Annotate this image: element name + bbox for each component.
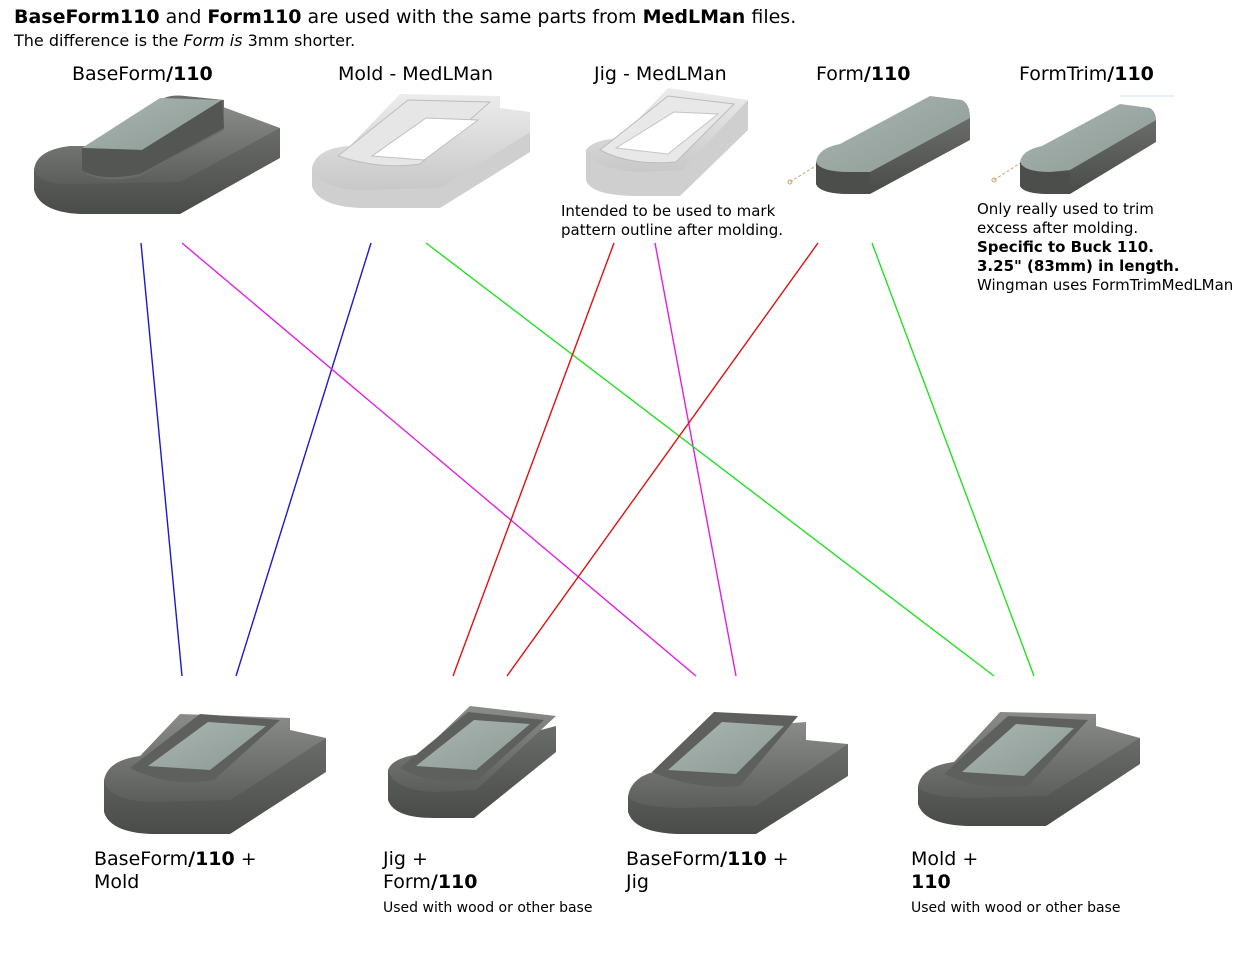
combo-sub-note: Used with wood or other base	[911, 900, 1121, 916]
header-baseform110: BaseForm110	[14, 6, 160, 28]
header-form110: Form110	[207, 6, 302, 28]
combo-jig-form-image	[388, 706, 556, 818]
combo-baseform-jig-image	[628, 712, 848, 834]
connector-magenta-baseform-to-combo3	[181, 242, 697, 677]
connector-green-mold-to-combo4	[425, 242, 995, 677]
connector-magenta-jig-to-combo3	[654, 242, 737, 677]
header-line-1: BaseForm110 and Form110 are used with th…	[14, 6, 796, 28]
label-form: Form/110	[816, 63, 911, 85]
mold-part-image	[312, 94, 530, 208]
label-mold: Mold - MedLMan	[338, 63, 494, 85]
formtrim-note: Only really used to trim excess after mo…	[977, 200, 1234, 294]
label-baseform: BaseForm/110	[72, 63, 213, 85]
form-part-image	[787, 96, 970, 194]
header-text: 3mm shorter.	[242, 31, 356, 50]
header-medlman: MedLMan	[642, 6, 746, 28]
header-form-is: Form is	[183, 31, 243, 50]
combo-label-mold-110: Mold + 110 Used with wood or other base	[911, 848, 1120, 920]
label-formtrim: FormTrim/110	[1019, 63, 1154, 85]
connector-green-form-to-combo4	[871, 242, 1035, 677]
combo-mold-110-image	[918, 712, 1140, 826]
combo-label-baseform-mold: BaseForm/110 + Mold	[94, 848, 257, 893]
connector-blue-baseform-to-combo1	[140, 242, 183, 677]
combo-label-jig-form: Jig + Form/110 Used with wood or other b…	[383, 848, 592, 920]
connector-blue-mold-to-combo1	[235, 242, 372, 677]
formtrim-part-image	[991, 95, 1174, 194]
header-text: files.	[745, 6, 797, 28]
combo-label-baseform-jig: BaseForm/110 + Jig	[626, 848, 789, 893]
header-text: are used with the same parts from	[301, 6, 643, 28]
baseform-part-image	[34, 95, 280, 214]
combo-baseform-mold-image	[104, 714, 326, 834]
connector-red-form-to-combo2	[506, 242, 819, 677]
connector-red-jig-to-combo2	[452, 242, 615, 677]
combo-sub-note: Used with wood or other base	[383, 900, 593, 916]
label-jig: Jig - MedLMan	[594, 63, 727, 85]
header-text: The difference is the	[14, 31, 184, 50]
jig-note: Intended to be used to mark pattern outl…	[561, 202, 783, 239]
header-text: and	[159, 6, 208, 28]
jig-part-image	[586, 88, 748, 196]
header-line-2: The difference is the Form is 3mm shorte…	[14, 31, 355, 50]
